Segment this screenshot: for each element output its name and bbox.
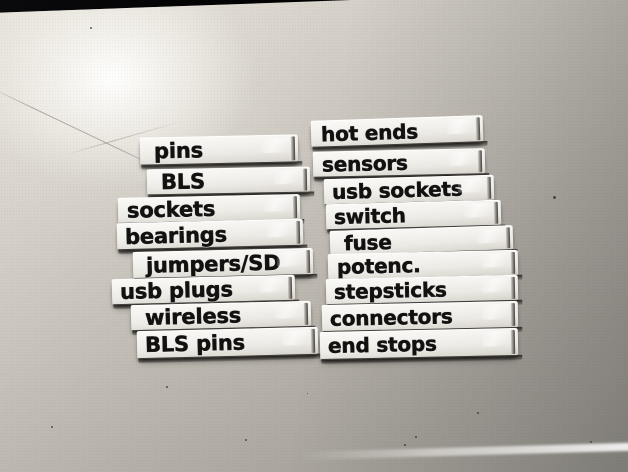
label-tag-tape-sheen	[481, 253, 509, 268]
label-tag-tape-sheen	[274, 304, 302, 319]
label-tag-tape-sheen	[446, 118, 474, 135]
label-tag: end stops	[319, 327, 519, 361]
label-tag-tape-sheen	[266, 221, 294, 238]
dust-speck	[90, 27, 92, 29]
label-tag: usb plugs	[111, 274, 296, 306]
label-tag-text: fuse	[343, 229, 393, 255]
label-tag-end-cap	[310, 328, 316, 353]
label-tag-end-cap	[302, 168, 308, 191]
label-tag-end-cap	[475, 117, 481, 141]
label-tag-text: sockets	[126, 196, 216, 223]
label-tag-end-cap	[510, 303, 516, 327]
label-tag-text: usb plugs	[119, 277, 234, 305]
label-tag: hot ends	[310, 115, 484, 148]
label-tag-text: jumpers/SD	[145, 250, 281, 278]
label-tag-end-cap	[292, 196, 298, 219]
label-tag-text: BLS	[160, 169, 206, 195]
dust-speck	[166, 386, 168, 388]
label-tag: bearings	[116, 218, 304, 251]
dust-speck	[553, 196, 556, 199]
label-tag-tape-sheen	[481, 331, 509, 348]
dust-speck	[245, 439, 247, 441]
label-tag-text: usb sockets	[331, 176, 463, 205]
label-tag-tape-sheen	[276, 251, 304, 267]
label-tag: pins	[139, 134, 299, 166]
label-tag-text: stepsticks	[333, 277, 448, 304]
label-tag-tape-sheen	[481, 304, 509, 320]
label-tag-end-cap	[505, 227, 511, 249]
dust-speck	[477, 412, 479, 414]
label-tag-end-cap	[510, 329, 516, 355]
label-tag-text: bearings	[124, 222, 228, 249]
label-tag-text: end stops	[327, 331, 438, 358]
label-tag-tape-sheen	[476, 228, 504, 244]
label-tag-tape-sheen	[263, 197, 291, 213]
label-tag-end-cap	[493, 201, 499, 224]
label-tag: sensors	[312, 148, 486, 178]
label-tag-tape-sheen	[261, 137, 289, 154]
label-tag-end-cap	[287, 276, 293, 299]
label-tag-tape-sheen	[464, 202, 492, 218]
dust-speck	[590, 441, 592, 443]
label-tag-end-cap	[305, 250, 311, 274]
label-tag-text: sensors	[321, 150, 409, 177]
label-tag-end-cap	[303, 302, 309, 325]
label-tag-tape-sheen	[258, 278, 286, 293]
label-tag-text: BLS pins	[144, 330, 246, 358]
label-tag-tape-sheen	[481, 278, 509, 293]
dust-speck	[307, 393, 308, 394]
label-tag-end-cap	[477, 150, 483, 173]
label-tag-end-cap	[295, 220, 301, 244]
label-tag: connectors	[321, 300, 519, 333]
label-tag-end-cap	[290, 136, 296, 161]
dust-speck	[51, 426, 53, 428]
label-tag-tape-sheen	[448, 151, 476, 167]
dust-speck	[415, 436, 417, 438]
label-tag-end-cap	[486, 176, 492, 199]
label-tag-text: switch	[333, 203, 407, 230]
label-tag-text: connectors	[329, 303, 453, 331]
label-tag-text: wireless	[144, 303, 242, 330]
label-tag-end-cap	[510, 251, 516, 275]
label-tag-end-cap	[510, 276, 516, 299]
label-tag: BLS	[146, 166, 311, 196]
label-tag-text: hot ends	[320, 118, 419, 147]
label-tag-tape-sheen	[273, 169, 301, 185]
label-tag-text: pins	[153, 138, 204, 164]
label-tag: BLS pins	[136, 326, 319, 360]
dust-speck	[404, 444, 406, 446]
label-tag-text: potenc.	[336, 253, 421, 279]
label-tag-tape-sheen	[281, 330, 309, 347]
